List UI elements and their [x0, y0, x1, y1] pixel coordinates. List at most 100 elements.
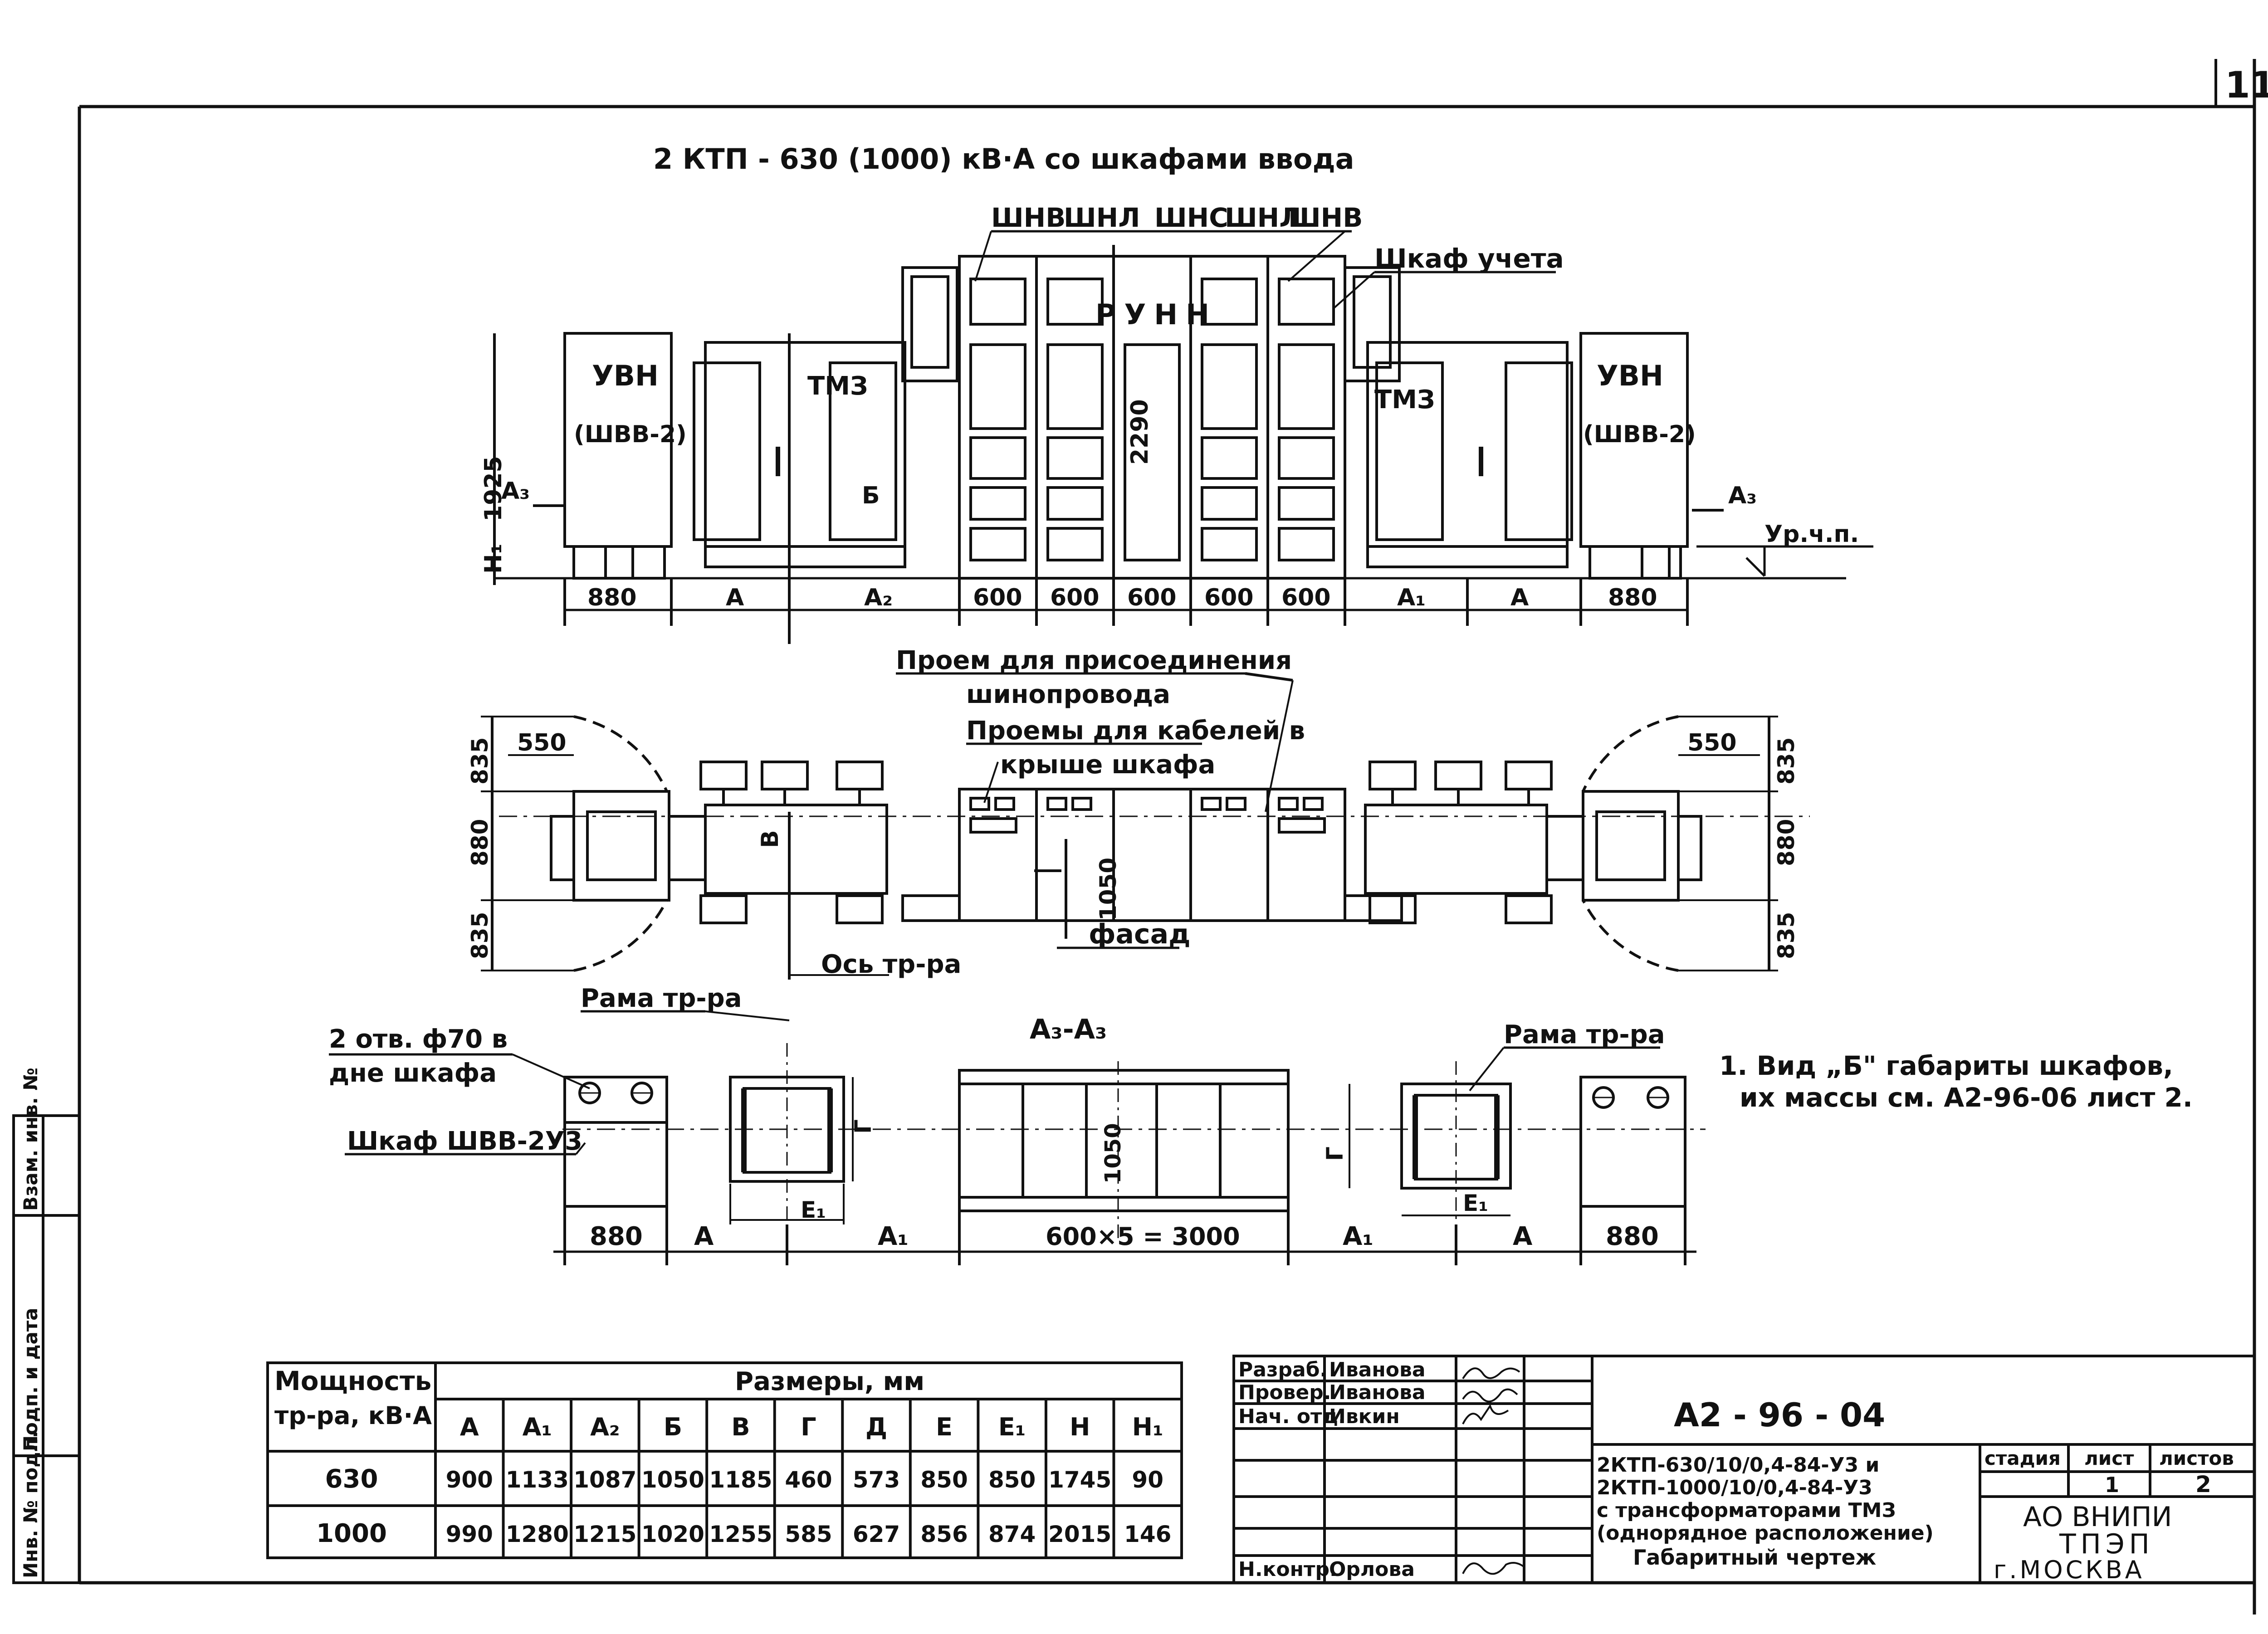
table-col-header: В: [731, 1413, 750, 1441]
table-cell: 627: [853, 1521, 900, 1547]
plan-dim-880-right: 880: [1606, 1222, 1659, 1251]
table-column-grid: [502, 1399, 1115, 1558]
org-line1: АО ВНИПИ: [2023, 1501, 2172, 1533]
shvv2u3-label: Шкаф ШВВ-2У3: [347, 1127, 582, 1156]
shvv2-left-label: (ШВВ-2): [574, 421, 687, 448]
cabinet-label-shnl-2: ШНЛ: [1225, 202, 1301, 233]
org-line2: ТПЭП: [2059, 1528, 2154, 1560]
cabinet-label-shns: ШНС: [1154, 202, 1228, 233]
foundation-view: [329, 1010, 1706, 1265]
table-cell: 146: [1124, 1521, 1171, 1547]
floor-level-label: Ур.ч.п.: [1765, 521, 1859, 548]
table-col-header: А₂: [590, 1413, 620, 1441]
stamp-sign-date: Подп. и дата: [20, 1307, 42, 1451]
frame-label-left: Рама тр-ра: [581, 984, 742, 1013]
plan-dim-A1-right: А₁: [1343, 1222, 1374, 1251]
opening-busbar-line1: Проем для присоединения: [896, 646, 1292, 675]
dim-880-left-plan: 880: [467, 819, 493, 866]
plan-dim-A1-left: А₁: [878, 1222, 909, 1251]
dim-880-right-plan: 880: [1773, 819, 1799, 866]
dim-E1-right: Е₁: [1463, 1190, 1488, 1216]
table-row-power: 630: [325, 1464, 378, 1494]
opening-cables-line2: крыше шкафа: [1000, 750, 1215, 780]
table-cell: 585: [785, 1521, 832, 1547]
elev-dim-A-left: А: [726, 584, 744, 611]
sheet-header: лист: [2084, 1447, 2134, 1469]
role-head: Нач. отд.: [1238, 1405, 1346, 1428]
plan-dim-880-left: 880: [590, 1222, 643, 1251]
document-code: А2 - 96 - 04: [1674, 1396, 1885, 1434]
elev-dim-600-2: 600: [1050, 584, 1100, 611]
table-col-header: Г: [801, 1413, 816, 1441]
a3-left-marker: А₃: [501, 478, 530, 505]
role-norm-control: Н.контр.: [1238, 1558, 1337, 1581]
name-head: Ивкин: [1329, 1405, 1400, 1428]
table-cell: 900: [446, 1467, 493, 1493]
elev-dim-A2: А₂: [864, 584, 893, 611]
a3-right-marker: А₃: [1728, 482, 1757, 509]
section-dim-1050: 1050: [1100, 1123, 1126, 1184]
table-row-power: 1000: [316, 1519, 387, 1548]
dim-835-left-bottom: 835: [467, 912, 493, 959]
desc-line4: (однорядное расположение): [1597, 1522, 1934, 1545]
facade-label: фасад: [1089, 918, 1191, 950]
plan-view: [481, 672, 1810, 980]
plan-dim-V: В: [757, 830, 784, 848]
side-stamp: [12, 1114, 81, 1584]
stamp-replace-inv: Взам. инв. №: [20, 1068, 42, 1211]
cabinet-label-shnl-1: ШНЛ: [1064, 202, 1140, 233]
title-block: [1232, 1355, 2256, 1584]
elev-dim-600-5: 600: [1281, 584, 1331, 611]
elev-dim-A-right: А: [1510, 584, 1529, 611]
table-cell: 850: [988, 1467, 1036, 1493]
table-cell: 1280: [506, 1521, 569, 1547]
dim-E1-left: Е₁: [801, 1197, 826, 1223]
shvv2-right-label: (ШВВ-2): [1583, 421, 1696, 448]
elev-dim-880-left: 880: [587, 584, 637, 611]
table-cell: 874: [988, 1521, 1036, 1547]
plan-dim-A-left: А: [694, 1222, 714, 1251]
note-line2: их массы см. А2-96-06 лист 2.: [1740, 1082, 2193, 1113]
meter-cabinet-label: Шкаф учета: [1374, 243, 1564, 274]
table-header-sizes: Размеры, мм: [735, 1367, 924, 1396]
transformer-axis-label: Ось тр-ра: [821, 950, 961, 979]
table-col-header: Б: [664, 1413, 682, 1441]
dim-835-left-top: 835: [467, 737, 493, 785]
cabinet-label-shnv-1: ШНВ: [991, 202, 1066, 233]
runn-label: РУНН: [1095, 298, 1217, 331]
section-a3-a3-label: А₃-А₃: [1030, 1014, 1107, 1045]
plan-dim-1050: 1050: [1095, 858, 1121, 921]
dim-835-right-bottom: 835: [1773, 912, 1799, 959]
opening-busbar-line2: шинопровода: [966, 680, 1170, 709]
frame-label-right: Рама тр-ра: [1504, 1020, 1665, 1049]
table-col-header: А₁: [523, 1413, 552, 1441]
table-header-power-line2: тр-ра, кВ·А: [274, 1401, 432, 1430]
table-cell: 1020: [641, 1521, 704, 1547]
desc-line2: 2КТП-1000/10/0,4-84-У3: [1597, 1476, 1872, 1499]
elev-dim-600-1: 600: [973, 584, 1022, 611]
table-cell: 1050: [641, 1467, 704, 1493]
sheets-header: листов: [2159, 1447, 2234, 1469]
plan-dim-A-right: А: [1513, 1222, 1533, 1251]
name-norm-control: Орлова: [1329, 1558, 1415, 1581]
stamp-inv-orig: Инв. № подл.: [20, 1431, 42, 1578]
table-col-header: А: [460, 1413, 479, 1441]
dim-2290: 2290: [1126, 399, 1154, 465]
table-cell: 573: [853, 1467, 900, 1493]
cabinet-label-shnv-2: ШНВ: [1288, 202, 1363, 233]
table-cell: 1133: [506, 1467, 569, 1493]
tmz-right-label: ТМЗ: [1374, 385, 1435, 415]
elevation-view: [493, 230, 1873, 644]
table-cell: 1745: [1048, 1467, 1111, 1493]
table-cell: 850: [920, 1467, 968, 1493]
dim-1925: 1925: [480, 456, 507, 522]
desc-line5: Габаритный чертеж: [1633, 1545, 1877, 1570]
dim-550-left: 550: [517, 729, 567, 756]
sheets-value: 2: [2195, 1471, 2211, 1497]
table-cell: 856: [920, 1521, 968, 1547]
table-col-header: Е: [936, 1413, 953, 1441]
dim-550-right: 550: [1687, 729, 1737, 756]
uvn-right-label: УВН: [1597, 359, 1663, 392]
view-b-marker: Б: [862, 482, 880, 509]
sheet-number: 11: [2225, 64, 2268, 106]
